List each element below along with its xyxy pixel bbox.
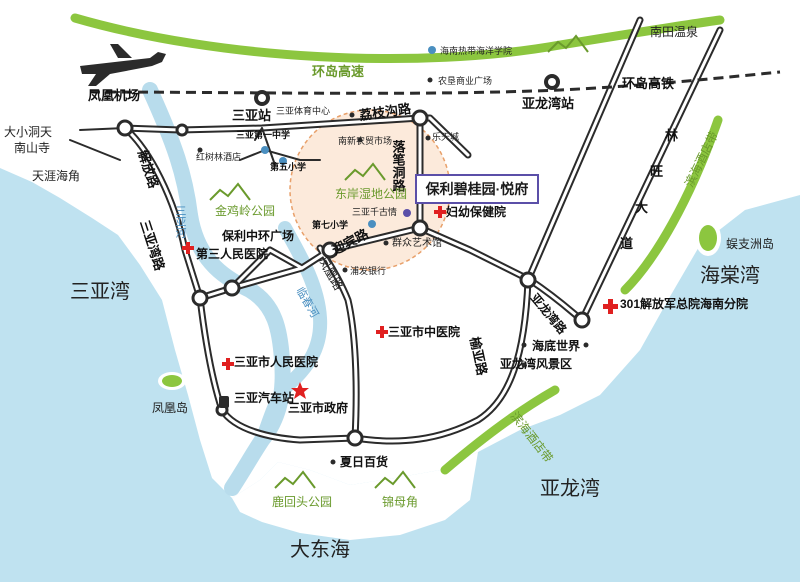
label-yalong-fengjing: 亚龙湾风景区 [500, 356, 572, 371]
label-nantian: 南田温泉 [650, 24, 698, 39]
label-qunzhong: 群众艺术馆 [392, 236, 442, 249]
road-lizhigou: 荔枝沟路 [357, 101, 413, 123]
svg-text:林: 林 [665, 128, 678, 143]
location-dot-icon [197, 77, 589, 465]
svg-text:旺: 旺 [650, 164, 663, 179]
road-junctions [116, 109, 591, 447]
label-dadonghai: 大东海 [290, 538, 350, 561]
label-yalongwan-station: 亚龙湾站 [522, 96, 574, 111]
project-name: 保利碧桂园·悦府 [425, 181, 529, 197]
label-airport: 凤凰机场 [88, 88, 140, 103]
label-sanya-station: 三亚站 [232, 108, 271, 123]
label-dongan-wetland: 东岸湿地公园 [335, 186, 407, 201]
label-phoenix-island: 凤凰岛 [152, 400, 188, 415]
label-disan-yiyuan: 第三人民医院 [196, 246, 268, 261]
svg-text:道: 道 [620, 236, 633, 251]
label-diqi-xiaoxue: 第七小学 [312, 219, 348, 230]
label-letian: 乐天城 [432, 131, 459, 142]
label-dadongtian: 大小洞天 [4, 125, 52, 139]
road-huandao-gaotie: 环岛高铁 [622, 76, 674, 91]
road-lindaw: 林 旺 大 道 [620, 128, 678, 251]
station-icon [254, 74, 560, 106]
road-luobidong: 落笔洞路 [391, 139, 406, 192]
label-nanshan: 南山寺 [14, 140, 50, 155]
label-sanya-river: 三亚河 [174, 205, 187, 238]
label-nanxin: 南新农贸市场 [338, 135, 392, 146]
land-luhuitou-peninsula [232, 452, 478, 540]
label-renmin-yiyuan: 三亚市人民医院 [234, 354, 318, 369]
mountain-glyphs [209, 34, 589, 489]
label-haitang-bay: 海棠湾 [700, 264, 760, 287]
project-callout[interactable]: 保利碧桂园·悦府 [415, 174, 539, 204]
label-qiangu: 三亚千古情 [352, 206, 397, 217]
label-wuzhizhou: 蜈支洲岛 [726, 236, 774, 251]
phoenix-island-green [162, 375, 182, 387]
road-huandao-gaosu: 环岛高速 [312, 64, 364, 79]
label-jinjiling: 金鸡岭公园 [215, 203, 275, 218]
school-icon [261, 46, 436, 228]
label-qichezhan: 三亚汽车站 [234, 390, 294, 405]
label-hongshulin: 红树林酒店 [196, 151, 241, 162]
hospital-cross-icon [182, 206, 618, 370]
airplane-icon [80, 44, 166, 86]
label-luhuitou: 鹿回头公园 [272, 494, 332, 509]
bottom-green-band [440, 385, 560, 475]
label-zhengfu: 三亚市政府 [288, 400, 348, 415]
label-haidi: 海底世界 [532, 338, 580, 353]
svg-text:大: 大 [635, 200, 648, 215]
label-tianya: 天涯海角 [32, 168, 80, 183]
right-green-band [620, 115, 723, 295]
label-diwuxiaoxue: 第五小学 [270, 161, 306, 172]
high-speed-rail-line [89, 70, 781, 95]
bus-icon [219, 396, 229, 408]
label-sanya-bay: 三亚湾 [70, 280, 130, 303]
label-yalong-bay: 亚龙湾 [540, 477, 600, 500]
label-zhongyiyuan: 三亚市中医院 [388, 324, 460, 339]
label-tiyu: 三亚体育中心 [276, 105, 330, 116]
label-fuyou: 妇幼保健院 [445, 204, 506, 219]
label-pufa: 浦发银行 [350, 265, 386, 276]
wuzhizhou-island-green [699, 225, 717, 251]
label-jinmujiao: 锦母角 [382, 495, 418, 509]
label-diyizhongxue: 三亚第一中学 [236, 129, 290, 140]
label-xiari: 夏日百货 [340, 454, 388, 469]
top-green-band [70, 13, 725, 64]
government-star-icon [291, 382, 309, 399]
project-location-pin [403, 209, 411, 217]
label-haida: 海南热带海洋学院 [440, 45, 512, 56]
label-baoli-zhonghuan: 保利中环广场 [221, 228, 294, 243]
label-nongken: 农垦商业广场 [438, 75, 492, 86]
label-yiyuan301: 301解放军总院海南分院 [620, 296, 748, 311]
